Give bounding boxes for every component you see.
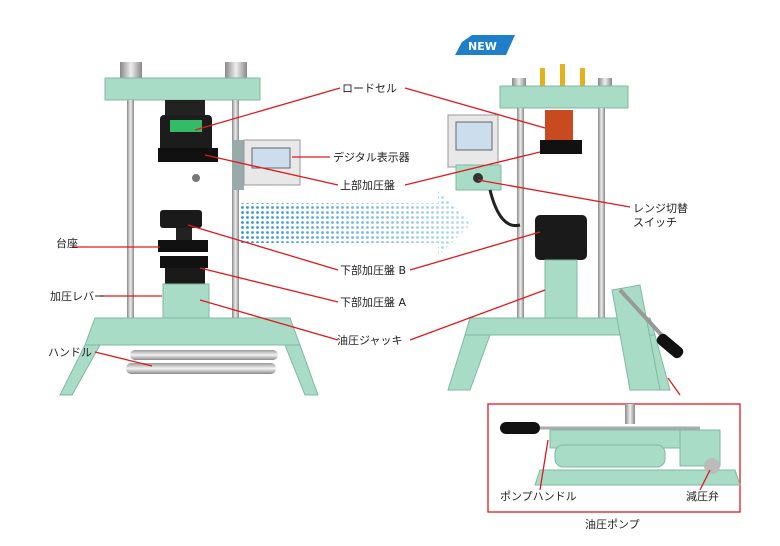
label-upper-platen: 上部加圧盤: [340, 178, 395, 192]
label-load-cell: ロードセル: [342, 82, 397, 95]
label-range-switch-2: スイッチ: [633, 216, 677, 229]
hydraulic-pump-inset: [487, 403, 741, 513]
label-relief-valve: 減圧弁: [686, 489, 719, 503]
new-badge: NEW: [455, 35, 515, 55]
label-handle: ハンドル: [48, 346, 92, 359]
label-digital-display: デジタル表示器: [333, 150, 410, 164]
label-lower-platen-a: 下部加圧盤 A: [340, 295, 406, 309]
label-lower-platen-b: 下部加圧盤 B: [340, 263, 406, 277]
leader-lines: [72, 87, 711, 491]
label-range-switch: レンジ切替: [633, 201, 688, 215]
digital-compression-tester: NEW: [447, 35, 684, 391]
label-hydraulic-jack: 油圧ジャッキ: [337, 333, 402, 347]
label-hydraulic-pump: 油圧ポンプ: [585, 517, 640, 531]
svg-text:NEW: NEW: [468, 40, 497, 53]
label-pedestal: 台座: [56, 236, 78, 250]
label-pump-handle: ポンプハンドル: [500, 490, 577, 503]
transition-arrow: [238, 190, 472, 256]
label-pressure-lever: 加圧レバー: [50, 290, 105, 303]
manual-compression-tester: [59, 62, 319, 396]
